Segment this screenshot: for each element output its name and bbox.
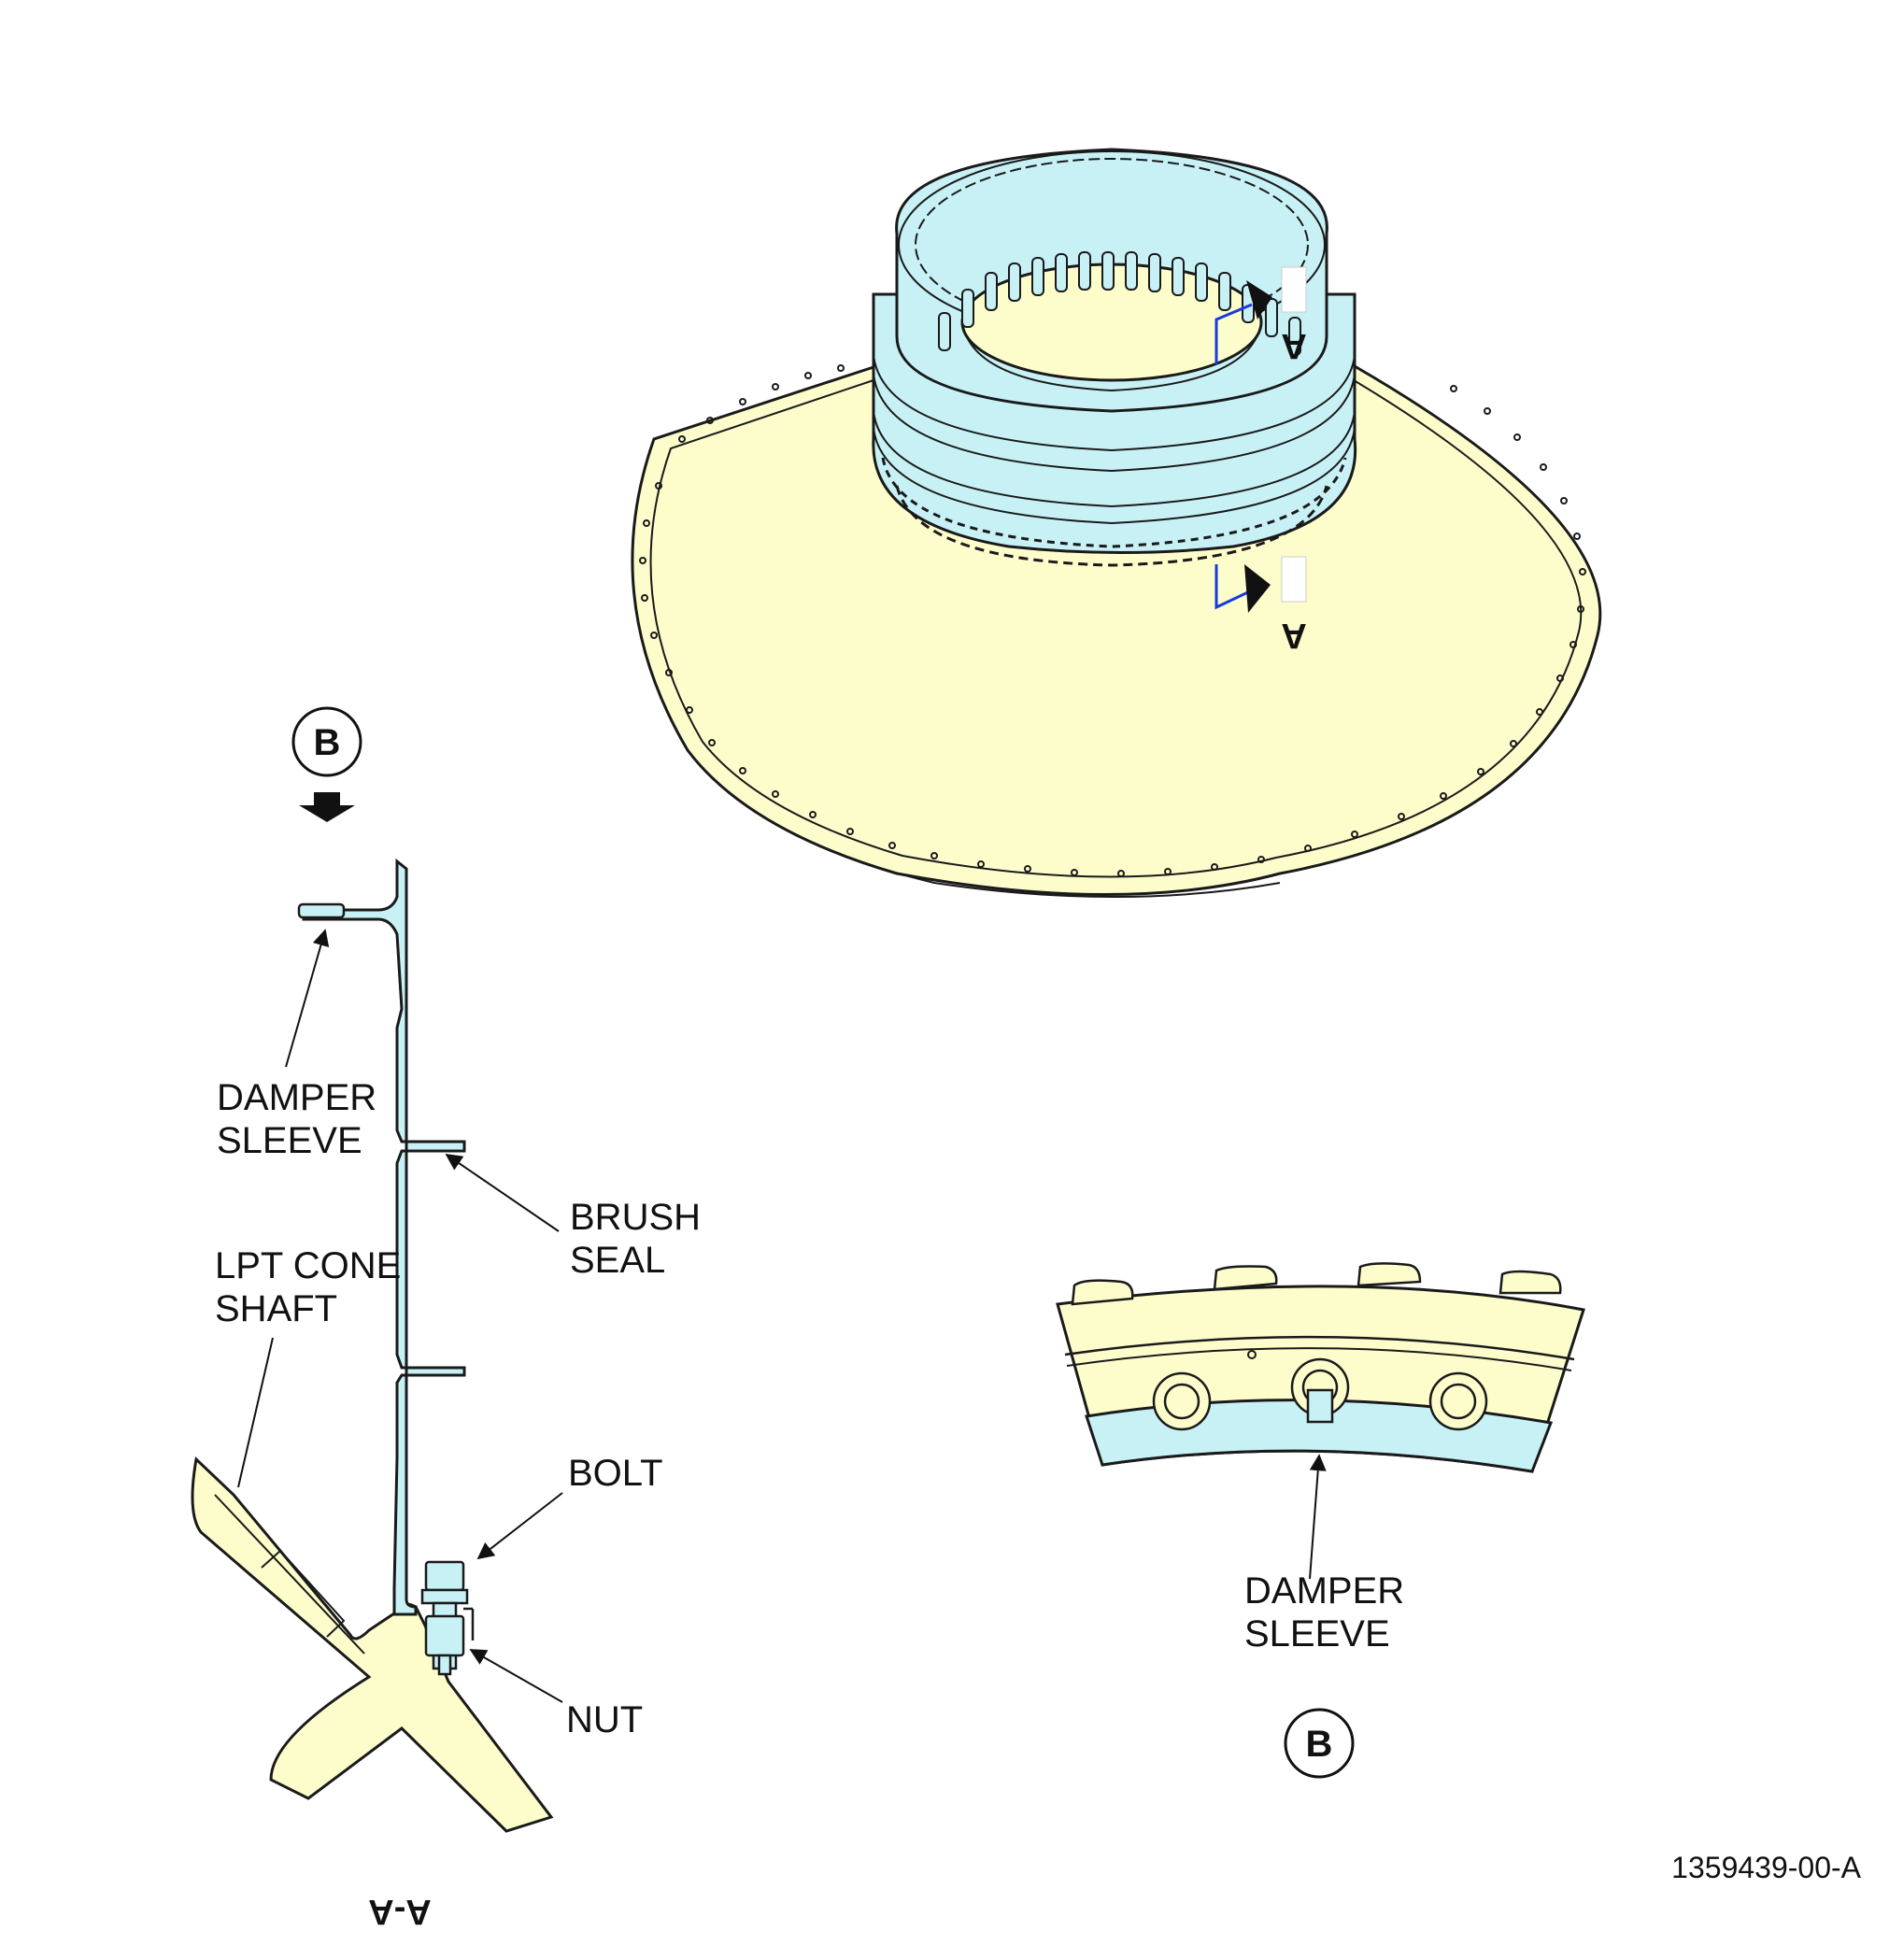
damper-sleeve-section xyxy=(297,902,346,919)
nut-label: NUT xyxy=(566,1699,643,1740)
bolt-head xyxy=(424,1560,465,1592)
seal-teeth xyxy=(938,251,1301,356)
bolt-label: BOLT xyxy=(568,1453,663,1494)
detail-b-tabs xyxy=(1071,1262,1562,1306)
detail-b-leader xyxy=(1309,1454,1327,1580)
view-direction-arrow-icon xyxy=(299,792,355,822)
damper-sleeve-tab xyxy=(1306,1388,1334,1424)
isometric-view: A A xyxy=(631,148,1602,898)
section-aa-leaders xyxy=(237,929,563,1703)
damper-sleeve-label-line1: DAMPER xyxy=(217,1077,376,1118)
figure-id: 1359439-00-A xyxy=(1671,1851,1861,1884)
lpt-cone-shaft-section xyxy=(191,1456,554,1833)
seal-ring xyxy=(872,148,1357,567)
lpt-cone-shaft-label-line1: LPT CONE xyxy=(215,1245,401,1286)
section-cut-arrow-icon xyxy=(1246,280,1272,320)
bolt-and-nut xyxy=(420,1560,475,1676)
damper-sleeve-label-line2: SLEEVE xyxy=(217,1120,362,1161)
section-cut-marker-bottom: A xyxy=(1214,556,1307,655)
detail-b-damper-sleeve-label-line2: SLEEVE xyxy=(1244,1613,1390,1655)
section-mark-bottom: A xyxy=(1281,616,1306,655)
seal-arm-section xyxy=(302,858,466,1616)
cone-flange xyxy=(631,364,1602,898)
detail-b-title: B xyxy=(1306,1724,1333,1765)
view-b-marker: B xyxy=(291,706,362,822)
section-aa-view: B DAMPER SLEEVE B xyxy=(191,706,701,1931)
brush-seal-label-line2: SEAL xyxy=(570,1240,665,1281)
detail-b-bosses xyxy=(1152,1357,1488,1431)
detail-b-damper-sleeve-label-line1: DAMPER xyxy=(1244,1570,1404,1612)
section-cut-marker-top: A xyxy=(1214,266,1307,365)
detail-b-view: DAMPER SLEEVE B xyxy=(1056,1262,1585,1779)
flange-bolt-holes xyxy=(639,364,1586,877)
nut xyxy=(424,1614,465,1657)
lpt-cone-shaft-label-line2: SHAFT xyxy=(215,1288,337,1329)
section-cut-arrow-icon xyxy=(1244,564,1271,613)
section-aa-title: A-A xyxy=(368,1892,432,1931)
section-mark-top: A xyxy=(1281,326,1306,365)
view-b-letter: B xyxy=(314,722,341,763)
brush-seal-label-line1: BRUSH xyxy=(570,1197,701,1238)
